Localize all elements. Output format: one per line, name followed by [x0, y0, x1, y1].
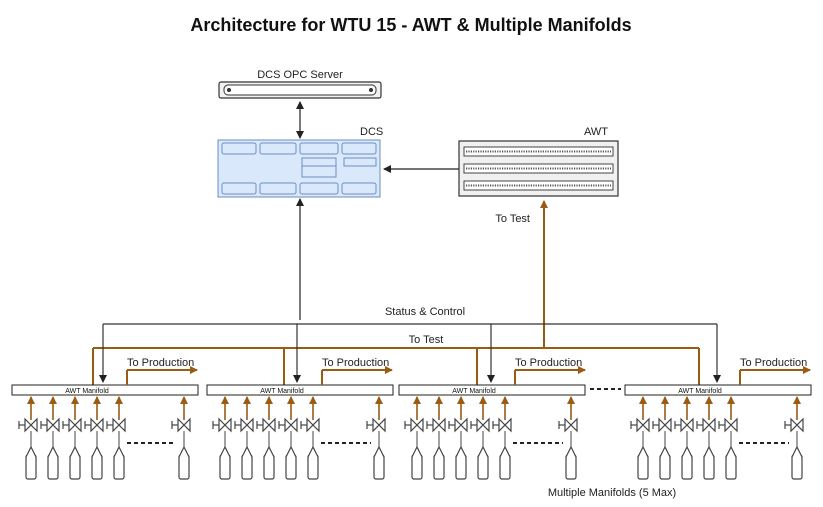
well-top-icon — [455, 445, 467, 458]
well-top-icon — [113, 445, 125, 458]
well-icon — [499, 454, 511, 480]
status-control-label: Status & Control — [385, 306, 465, 318]
valve-icon — [177, 417, 191, 433]
awt-manifold-label: AWT Manifold — [452, 388, 496, 395]
valve-icon — [454, 417, 468, 433]
server-bezel-icon — [223, 84, 377, 96]
valve-icon — [284, 417, 298, 433]
well-top-icon — [791, 445, 803, 458]
well-icon — [477, 454, 489, 480]
well-top-icon — [681, 445, 693, 458]
to-test-vertical-label: To Test — [495, 213, 530, 225]
well-icon — [433, 454, 445, 480]
well-top-icon — [433, 445, 445, 458]
well-icon — [703, 454, 715, 480]
well-icon — [285, 454, 297, 480]
well-top-icon — [47, 445, 59, 458]
valve-icon — [564, 417, 578, 433]
awt-label: AWT — [584, 126, 608, 138]
well-top-icon — [241, 445, 253, 458]
footer-note: Multiple Manifolds (5 Max) — [548, 487, 676, 499]
well-icon — [455, 454, 467, 480]
valve-icon — [306, 417, 320, 433]
valve-icon — [46, 417, 60, 433]
awt-manifold-label: AWT Manifold — [678, 388, 722, 395]
well-top-icon — [307, 445, 319, 458]
well-icon — [47, 454, 59, 480]
valve-icon — [724, 417, 738, 433]
well-icon — [69, 454, 81, 480]
valve-icon — [262, 417, 276, 433]
valve-icon — [636, 417, 650, 433]
well-icon — [91, 454, 103, 480]
valve-icon — [680, 417, 694, 433]
valve-icon — [218, 417, 232, 433]
well-icon — [241, 454, 253, 480]
valve-icon — [112, 417, 126, 433]
well-icon — [791, 454, 803, 480]
well-icon — [411, 454, 423, 480]
valve-icon — [68, 417, 82, 433]
well-top-icon — [725, 445, 737, 458]
opc-server-label: DCS OPC Server — [257, 69, 343, 81]
to-production-label: To Production — [515, 357, 582, 369]
valve-icon — [498, 417, 512, 433]
valve-icon — [372, 417, 386, 433]
well-icon — [178, 454, 190, 480]
well-top-icon — [178, 445, 190, 458]
well-top-icon — [477, 445, 489, 458]
well-top-icon — [411, 445, 423, 458]
dcs-controller: DCS — [217, 126, 383, 198]
well-icon — [681, 454, 693, 480]
to-production-label: To Production — [127, 357, 194, 369]
well-top-icon — [69, 445, 81, 458]
valve-icon — [410, 417, 424, 433]
well-top-icon — [219, 445, 231, 458]
to-production-label: To Production — [740, 357, 807, 369]
valve-icon — [702, 417, 716, 433]
to-production-label: To Production — [322, 357, 389, 369]
well-icon — [113, 454, 125, 480]
valve-icon — [790, 417, 804, 433]
awt-manifold-label: AWT Manifold — [260, 388, 304, 395]
opc-server: DCS OPC Server — [218, 69, 382, 99]
well-top-icon — [25, 445, 37, 458]
valve-icon — [24, 417, 38, 433]
well-top-icon — [263, 445, 275, 458]
valve-icon — [90, 417, 104, 433]
awt-manifold-box — [398, 384, 586, 396]
well-top-icon — [373, 445, 385, 458]
dcs-label: DCS — [360, 126, 383, 138]
well-top-icon — [91, 445, 103, 458]
well-top-icon — [565, 445, 577, 458]
valve-icon — [240, 417, 254, 433]
well-top-icon — [659, 445, 671, 458]
well-top-icon — [499, 445, 511, 458]
well-icon — [637, 454, 649, 480]
valve-icon — [476, 417, 490, 433]
valve-icon — [432, 417, 446, 433]
well-icon — [263, 454, 275, 480]
diagram-title: Architecture for WTU 15 - AWT & Multiple… — [190, 15, 631, 35]
well-icon — [307, 454, 319, 480]
well-top-icon — [637, 445, 649, 458]
well-icon — [725, 454, 737, 480]
awt-manifold-box — [11, 384, 199, 396]
awt-unit: AWT — [458, 126, 619, 197]
awt-manifold-label: AWT Manifold — [65, 388, 109, 395]
well-icon — [219, 454, 231, 480]
awt-manifold-box — [206, 384, 394, 396]
well-top-icon — [285, 445, 297, 458]
well-icon — [659, 454, 671, 480]
to-test-horizontal-label: To Test — [409, 334, 444, 346]
well-icon — [25, 454, 37, 480]
valve-icon — [658, 417, 672, 433]
well-top-icon — [703, 445, 715, 458]
well-icon — [373, 454, 385, 480]
awt-manifold-box — [624, 384, 812, 396]
well-icon — [565, 454, 577, 480]
